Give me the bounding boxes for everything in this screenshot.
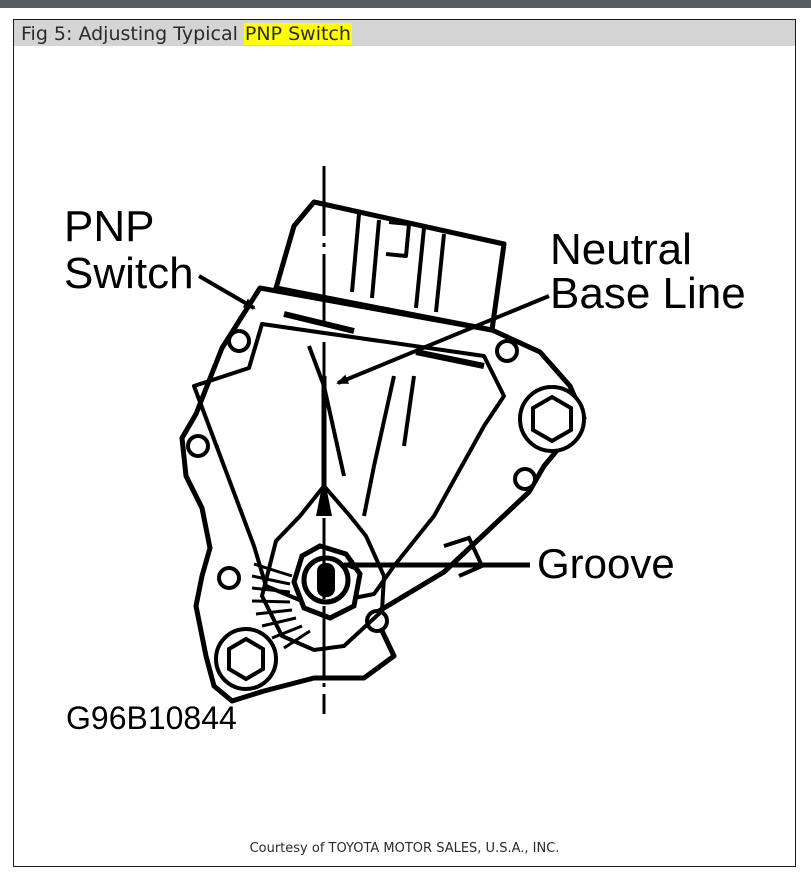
caption-prefix: Fig 5: Adjusting Typical bbox=[21, 23, 244, 45]
neutral-label-line2: Base Line bbox=[550, 269, 746, 318]
mounting-hole-top-right bbox=[495, 339, 519, 363]
caption-highlight: PNP Switch bbox=[243, 23, 352, 45]
part-number-label: G96B10844 bbox=[66, 700, 237, 736]
pnp-switch-arrow bbox=[197, 274, 256, 310]
mounting-hole-top-left bbox=[227, 329, 251, 353]
connector-block bbox=[273, 199, 507, 369]
mounting-hole-right bbox=[513, 467, 537, 491]
mounting-hole-lower-left bbox=[217, 566, 241, 590]
shaft-groove bbox=[317, 563, 335, 597]
pnp-switch-diagram: PNP Switch Neutral Base Line Groove G96B… bbox=[64, 166, 746, 736]
figure-caption: Fig 5: Adjusting Typical PNP Switch bbox=[21, 23, 352, 45]
pnp-label-line1: PNP bbox=[64, 202, 154, 251]
mounting-hole-left bbox=[186, 434, 210, 458]
courtesy-credit: Courtesy of TOYOTA MOTOR SALES, U.S.A., … bbox=[249, 841, 560, 856]
side-tab bbox=[443, 535, 485, 578]
window-top-bar bbox=[0, 0, 811, 8]
hex-bolt-right bbox=[518, 385, 586, 453]
detent-sector bbox=[251, 482, 387, 653]
mounting-holes bbox=[186, 329, 537, 633]
pnp-label-line2: Switch bbox=[64, 249, 194, 298]
caption-bar: Fig 5: Adjusting Typical PNP Switch bbox=[14, 20, 795, 46]
mounting-hole-lower-right bbox=[365, 609, 389, 633]
shaft bbox=[291, 543, 363, 621]
neutral-label-line1: Neutral bbox=[550, 225, 692, 274]
groove-label: Groove bbox=[537, 540, 675, 587]
neutral-base-line-arrow bbox=[336, 294, 550, 385]
figure-frame: Fig 5: Adjusting Typical PNP Switch bbox=[13, 19, 796, 867]
hex-bolt-lower-left bbox=[214, 627, 278, 691]
